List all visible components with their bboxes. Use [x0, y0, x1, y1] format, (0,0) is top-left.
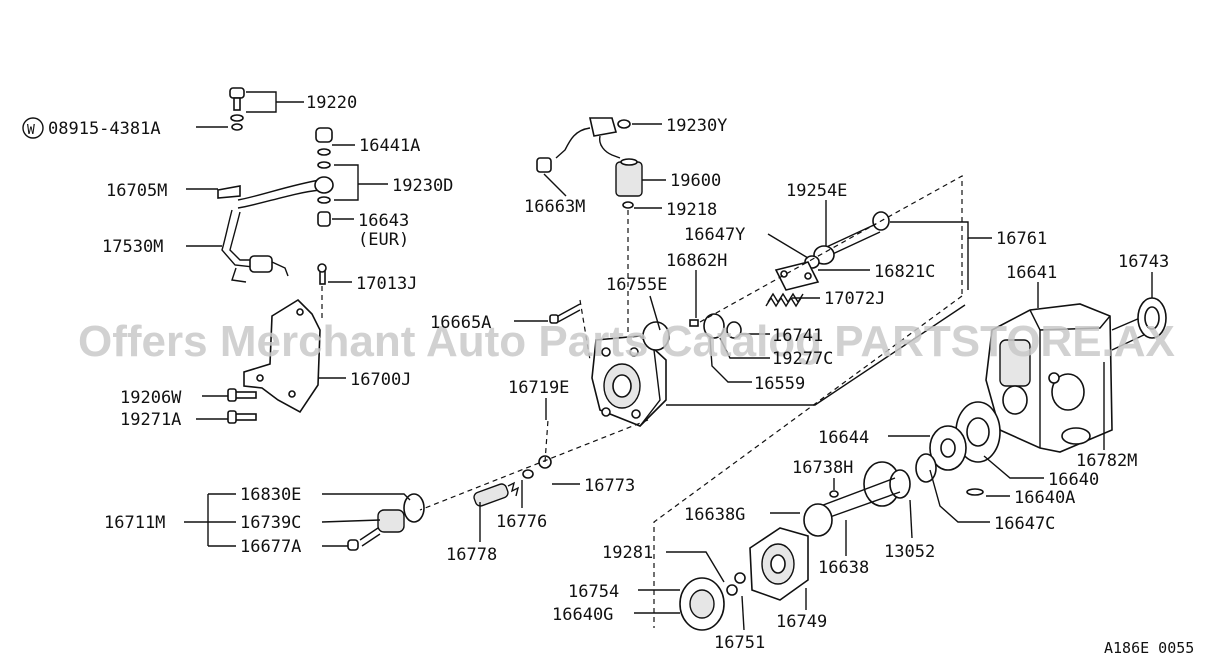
cover-16749-drawing [679, 527, 809, 631]
pump-head-housing-drawing [591, 304, 966, 427]
bolt-16665a-drawing [549, 303, 581, 324]
label-16739c[interactable]: 16739C [240, 513, 301, 533]
solenoid-19600-drawing [615, 158, 643, 209]
label-16641[interactable]: 16641 [1006, 263, 1057, 283]
label-16700j[interactable]: 16700J [350, 370, 411, 390]
label-16821c[interactable]: 16821C [874, 262, 935, 282]
label-16640g[interactable]: 16640G [552, 605, 613, 625]
label-16663m[interactable]: 16663M [524, 197, 585, 217]
label-17530m[interactable]: 17530M [102, 237, 163, 257]
part-labels: 19220 W 08915-4381A 16441A 19230D 16705M… [22, 93, 1169, 653]
diagram-code: A186E 0055 [1104, 639, 1194, 657]
label-16830e[interactable]: 16830E [240, 485, 301, 505]
label-16778[interactable]: 16778 [446, 545, 497, 565]
label-16705m[interactable]: 16705M [106, 181, 167, 201]
label-13052[interactable]: 13052 [884, 542, 935, 562]
washer-symbol-icon [22, 117, 44, 139]
label-16640a[interactable]: 16640A [1014, 488, 1075, 508]
label-19230y[interactable]: 19230Y [666, 116, 727, 136]
label-19277c[interactable]: 19277C [772, 349, 833, 369]
watermark-text: Offers Merchant Auto Parts Catalog PARTS… [78, 317, 1175, 366]
label-16749[interactable]: 16749 [776, 612, 827, 632]
label-19230d[interactable]: 19230D [392, 176, 453, 196]
label-16754[interactable]: 16754 [568, 582, 619, 602]
label-16665a[interactable]: 16665A [430, 313, 491, 333]
bolts-19206w-19271a-drawing [227, 388, 257, 424]
drive-shaft-drawing [803, 461, 984, 537]
label-16441a[interactable]: 16441A [359, 136, 420, 156]
label-19281[interactable]: 19281 [602, 543, 653, 563]
label-16741[interactable]: 16741 [772, 326, 823, 346]
regulator-16711m-drawing [347, 493, 425, 551]
label-19220[interactable]: 19220 [306, 93, 357, 113]
label-19271a[interactable]: 19271A [120, 410, 181, 430]
washer-symbol-letter: W [27, 123, 35, 138]
plate-16640-drawing [915, 401, 1001, 483]
label-16643[interactable]: 16643 [358, 211, 409, 231]
label-16738h[interactable]: 16738H [792, 458, 853, 478]
label-19600[interactable]: 19600 [670, 171, 721, 191]
pump-body-16641-drawing [985, 303, 1152, 453]
label-16755e[interactable]: 16755E [606, 275, 667, 295]
leader-lines [184, 91, 1153, 631]
label-16862h[interactable]: 16862H [666, 251, 727, 271]
label-16559[interactable]: 16559 [754, 374, 805, 394]
pipe-17530m-drawing [217, 176, 334, 283]
bracket-16700j-drawing [243, 263, 327, 414]
label-16643-eur: (EUR) [358, 230, 409, 250]
label-16719e[interactable]: 16719E [508, 378, 569, 398]
label-16776[interactable]: 16776 [496, 512, 547, 532]
label-16640[interactable]: 16640 [1048, 470, 1099, 490]
label-16751[interactable]: 16751 [714, 633, 765, 653]
assembly-centerlines [321, 174, 963, 628]
label-16638g[interactable]: 16638G [684, 505, 745, 525]
sensor-16663m-drawing [536, 117, 631, 173]
label-16638[interactable]: 16638 [818, 558, 869, 578]
label-16647y[interactable]: 16647Y [684, 225, 745, 245]
plate-16821c-drawing [765, 261, 820, 308]
label-16761[interactable]: 16761 [996, 229, 1047, 249]
label-19206w[interactable]: 19206W [120, 388, 182, 408]
label-16677a[interactable]: 16677A [240, 537, 301, 557]
label-17013j[interactable]: 17013J [356, 274, 417, 294]
label-19218[interactable]: 19218 [666, 200, 717, 220]
label-08915-4381a[interactable]: 08915-4381A [48, 119, 161, 139]
lever-shaft-drawing [804, 211, 890, 269]
label-16773[interactable]: 16773 [584, 476, 635, 496]
label-16782m[interactable]: 16782M [1076, 451, 1137, 471]
label-16644[interactable]: 16644 [818, 428, 869, 448]
label-19254e[interactable]: 19254E [786, 181, 847, 201]
label-16743[interactable]: 16743 [1118, 252, 1169, 272]
label-16711m[interactable]: 16711M [104, 513, 165, 533]
bolt-19220-drawing [229, 87, 245, 131]
label-16647c[interactable]: 16647C [994, 514, 1055, 534]
label-17072j[interactable]: 17072J [824, 289, 885, 309]
banjo-bolt-stack-drawing [315, 127, 333, 227]
valve-16778-drawing [473, 455, 552, 507]
